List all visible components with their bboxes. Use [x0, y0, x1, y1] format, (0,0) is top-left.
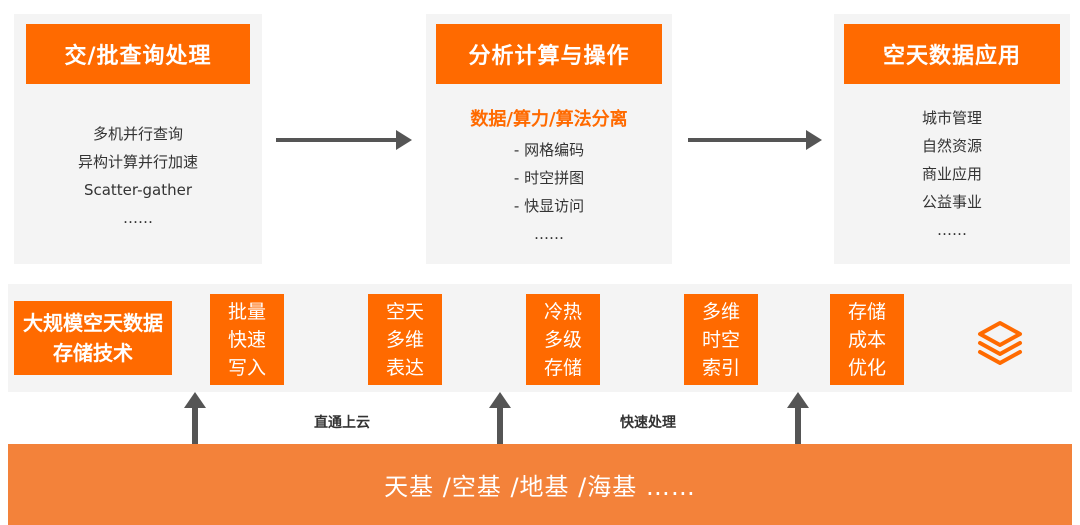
- flow-label-direct-cloud: 直通上云: [314, 415, 370, 431]
- list-item: ……: [534, 225, 564, 243]
- arrow-up-2: [489, 392, 511, 444]
- feature-tiered-storage: 冷热 多级 存储: [526, 294, 600, 385]
- arrow-up-1: [184, 392, 206, 444]
- list-item: Scatter-gather: [83, 181, 193, 199]
- arrow-right-1: [276, 130, 412, 150]
- list-item: 多机并行查询: [92, 125, 183, 143]
- panel-applications-list: 城市管理 自然资源 商业应用 公益事业 ……: [834, 104, 1070, 244]
- panel-applications: 空天数据应用 城市管理 自然资源 商业应用 公益事业 ……: [834, 14, 1070, 264]
- layers-icon: [978, 321, 1022, 365]
- panel-analysis: 分析计算与操作 数据/算力/算法分离 - 网格编码 - 时空拼图 - 快显访问 …: [426, 14, 672, 264]
- feature-cost-optimization: 存储 成本 优化: [830, 294, 904, 385]
- feature-batch-write: 批量 快速 写入: [210, 294, 284, 385]
- panel-applications-title: 空天数据应用: [844, 24, 1060, 84]
- feature-spatiotemporal-index: 多维 时空 索引: [684, 294, 758, 385]
- arrow-up-3: [787, 392, 809, 444]
- list-item: 城市管理: [921, 109, 982, 127]
- list-item: ……: [937, 221, 967, 239]
- list-item: 异构计算并行加速: [77, 153, 198, 171]
- list-item: 公益事业: [921, 193, 982, 211]
- panel-query-processing: 交/批查询处理 多机并行查询 异构计算并行加速 Scatter-gather ……: [14, 14, 262, 264]
- list-item: 自然资源: [921, 137, 982, 155]
- list-item: 商业应用: [921, 165, 982, 183]
- feature-multidim-expression: 空天 多维 表达: [368, 294, 442, 385]
- list-item: - 网格编码: [513, 141, 585, 159]
- data-sources-label: 天基 /空基 /地基 /海基 ……: [384, 473, 696, 501]
- arrow-right-2: [688, 130, 822, 150]
- list-item: ……: [123, 209, 153, 227]
- list-item: - 时空拼图: [513, 169, 585, 187]
- panel-query-processing-list: 多机并行查询 异构计算并行加速 Scatter-gather ……: [14, 120, 262, 232]
- panel-query-processing-title: 交/批查询处理: [26, 24, 250, 84]
- list-item: - 快显访问: [513, 197, 585, 215]
- panel-analysis-subhead: 数据/算力/算法分离: [470, 109, 628, 130]
- data-sources-bar: 天基 /空基 /地基 /海基 ……: [8, 444, 1072, 525]
- panel-analysis-list: 数据/算力/算法分离 - 网格编码 - 时空拼图 - 快显访问 ……: [426, 104, 672, 248]
- storage-title: 大规模空天数据存储技术: [14, 301, 172, 375]
- panel-analysis-title: 分析计算与操作: [436, 24, 662, 84]
- flow-label-fast-processing: 快速处理: [620, 415, 676, 431]
